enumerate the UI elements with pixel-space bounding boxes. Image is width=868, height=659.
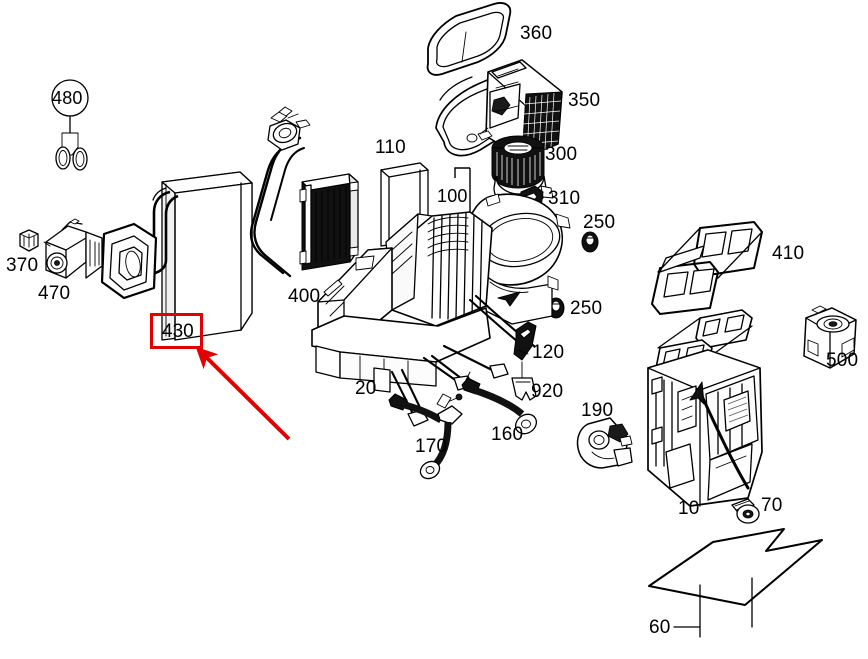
label-60: 60 [649,617,671,638]
part-250-grommet-upper [581,231,599,253]
part-430-evaporator [100,171,253,341]
part-410-seal-frame [651,221,763,315]
label-250-upper: 250 [583,212,616,233]
label-310: 310 [548,188,581,209]
callout-480: 480 [52,88,83,108]
label-160: 160 [491,424,524,445]
label-300: 300 [545,144,578,165]
part-190-vacuum-actuator [576,417,633,469]
part-480-oring-set [51,79,89,171]
part-370-valve-cap [19,229,39,252]
label-250-lower: 250 [570,298,603,319]
label-190: 190 [581,400,614,421]
part-920-sensor-clip [511,377,537,401]
label-410: 410 [772,243,805,264]
part-10-main-housing [647,309,763,507]
part-70-mounting-screw [731,498,760,524]
part-400-heater-core [249,106,359,278]
part-360-duct-seal [426,2,512,76]
highlight-label-430: 430 [162,321,194,342]
part-470-expansion-valve [43,218,103,279]
part-350-blower-duct [435,59,563,159]
part-160-refrigerant-line [461,371,538,435]
label-370: 370 [6,255,39,276]
label-920: 920 [531,381,564,402]
part-100-evaporator-case [311,167,571,427]
label-70: 70 [761,495,783,516]
label-350: 350 [568,90,601,111]
part-500-actuator-motor [803,305,857,369]
callout-100: 100 [437,186,468,206]
label-120: 120 [532,342,565,363]
highlight-box-430 [150,313,203,349]
label-20: 20 [355,378,377,399]
label-360: 360 [520,23,553,44]
label-10: 10 [678,498,700,519]
label-470: 470 [38,283,71,304]
part-60-insulation-mat [648,528,823,638]
label-500: 500 [826,350,859,371]
label-170: 170 [415,436,448,457]
label-110: 110 [375,137,406,158]
part-170-refrigerant-line [388,393,463,480]
label-400: 400 [288,286,321,307]
part-120-temperature-sensor [513,321,537,379]
